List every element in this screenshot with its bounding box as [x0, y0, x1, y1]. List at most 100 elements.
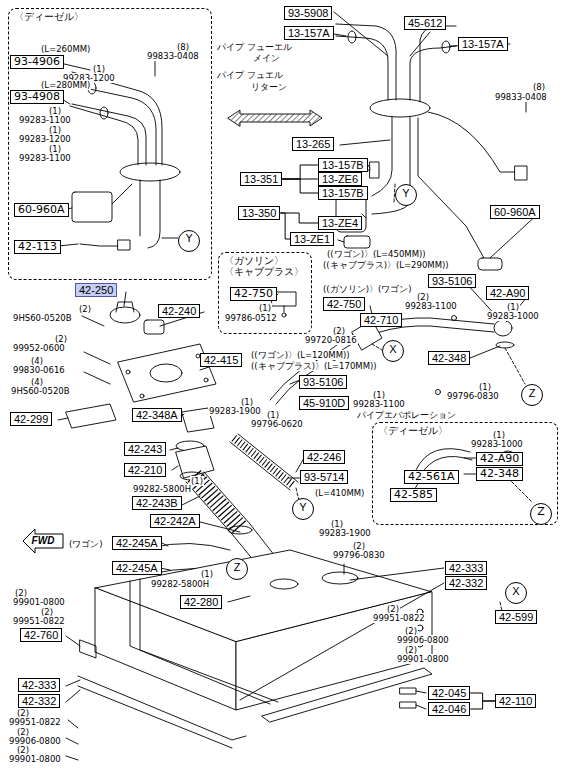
part-label: 99901-0800 — [12, 597, 66, 607]
part-number-box: 13-ZE4 — [318, 216, 362, 230]
part-number-box: 13-350 — [238, 206, 280, 220]
vent-hoses — [330, 318, 494, 350]
node-text: 〈ガソリン〉 〈キャブプラス〉 — [224, 255, 306, 277]
node-text: 13-157A — [288, 27, 330, 39]
link-circle: Y — [292, 498, 314, 520]
part-label: パイプ フューエル — [216, 42, 293, 52]
node-text: 93-5908 — [288, 7, 328, 19]
node-text: 42-333 — [22, 679, 56, 691]
node-text: 42-245A — [116, 537, 158, 549]
part-number-box: 42-348 — [476, 467, 523, 481]
part-label: (L=410MM) — [314, 488, 365, 498]
bracket-line — [280, 213, 318, 223]
part-label: 99282-5800H — [150, 579, 210, 589]
part-number-box: 42-585 — [390, 488, 437, 502]
part-label: パイプ フュエル — [216, 70, 284, 80]
node-text: Y — [179, 231, 199, 247]
node-text: Y — [396, 185, 416, 201]
part-label: 99833-0408 — [494, 92, 548, 102]
node-text: 42-599 — [499, 611, 533, 623]
part-label: 99283-1000 — [486, 311, 540, 321]
part-number-box: 42-750 — [323, 297, 365, 311]
fuel-pump-unit — [344, 236, 370, 248]
part-label: 99282-5800H — [132, 484, 192, 494]
node-text: 13-350 — [242, 207, 276, 219]
fuel-pump-unit — [515, 166, 527, 180]
part-number-box: 13-ZE6 — [318, 172, 362, 186]
filler-neck — [150, 364, 182, 382]
fuel-pump-unit — [370, 162, 379, 178]
fuel-pump-unit — [428, 112, 520, 172]
part-label: ((ワゴン)〉(L=120MM)) — [250, 350, 351, 360]
quantity-label: (2) — [78, 304, 92, 314]
node-text: 13-ZE4 — [322, 217, 358, 229]
bracket-line — [280, 213, 290, 239]
part-label: 99796-0830 — [446, 391, 500, 401]
part-number-box: 42-245A — [112, 536, 162, 550]
part-number-box: 42-110 — [495, 694, 536, 708]
part-number-box: 42-045 — [428, 686, 470, 700]
node-text: 42-299 — [14, 413, 48, 425]
node-text: 45-910D — [303, 397, 345, 409]
part-number-box: 42-046 — [428, 702, 470, 716]
vent-hoses — [505, 348, 525, 384]
part-label: ((キャブプラス)〉(L=290MM)) — [322, 260, 450, 270]
part-number-box: 42-332 — [445, 576, 487, 590]
part-number-box: 42-333 — [445, 561, 487, 575]
part-label: リターン — [250, 82, 288, 92]
part-number-box: 93-4906 — [10, 55, 64, 69]
part-number-box: 13-157B — [318, 186, 368, 200]
clip-detail — [282, 313, 286, 317]
node-text: 60-960A — [18, 204, 65, 216]
part-label: 99283-1900 — [208, 406, 262, 416]
diesel-sender-unit — [72, 104, 146, 165]
node-text: 42-750 — [234, 288, 273, 300]
node-text: 13-157B — [322, 187, 364, 199]
part-number-box: 42-299 — [10, 412, 52, 426]
vent-hoses — [508, 478, 532, 502]
part-label: 99951-0822 — [8, 717, 62, 727]
fuel-tank — [236, 592, 432, 710]
bracket-line — [282, 165, 318, 179]
node-text: X — [506, 583, 526, 599]
diesel-sender-unit — [100, 107, 108, 119]
diesel-sender-unit — [72, 192, 112, 222]
part-number-box: 42-599 — [495, 610, 537, 624]
node-text: 42-240 — [162, 305, 196, 317]
fuel-tank — [400, 702, 416, 708]
node-text: 42-332 — [449, 577, 483, 589]
part-label: メイン — [252, 53, 281, 63]
link-circle: Y — [178, 230, 200, 252]
part-number-box: 42-A90 — [476, 452, 523, 466]
filler-neck — [234, 438, 294, 486]
part-number-box: 42-242A — [150, 514, 200, 528]
bracket-line — [282, 179, 318, 193]
part-number-box: 93-5106 — [428, 274, 476, 288]
leader-line — [334, 12, 526, 98]
bracket-line — [470, 701, 495, 709]
node-text: Y — [293, 499, 313, 515]
node-text: FWD — [22, 528, 64, 554]
part-label: 99796-0620 — [250, 419, 304, 429]
fuel-pump-unit — [348, 31, 356, 43]
part-number-box: 13-265 — [292, 137, 334, 151]
part-label: 99901-0800 — [396, 654, 450, 664]
link-circle: Y — [395, 184, 417, 206]
node-text: 〈ディーゼル〉 — [14, 11, 84, 22]
variant-region: 〈ディーゼル〉93-490693-490860-960A42-113Y — [8, 8, 212, 280]
node-text: 〈ディーゼル〉 — [378, 425, 448, 436]
node-text: 42-710 — [364, 314, 398, 326]
part-label: 9HS60-0520B — [12, 313, 73, 323]
part-number-box: 42-348A — [132, 408, 182, 422]
part-label: 99283-1900 — [318, 528, 372, 538]
node-text: 42-348 — [432, 352, 466, 364]
bracket-line — [470, 693, 495, 701]
node-text: 42-280 — [184, 596, 218, 608]
node-text: 93-5106 — [303, 376, 343, 388]
leader-line — [58, 12, 540, 709]
fuel-pump-unit — [418, 118, 484, 258]
filler-neck — [140, 394, 144, 398]
part-label: 99283-1200 — [18, 134, 72, 144]
part-label: 99283-1100 — [352, 399, 406, 409]
